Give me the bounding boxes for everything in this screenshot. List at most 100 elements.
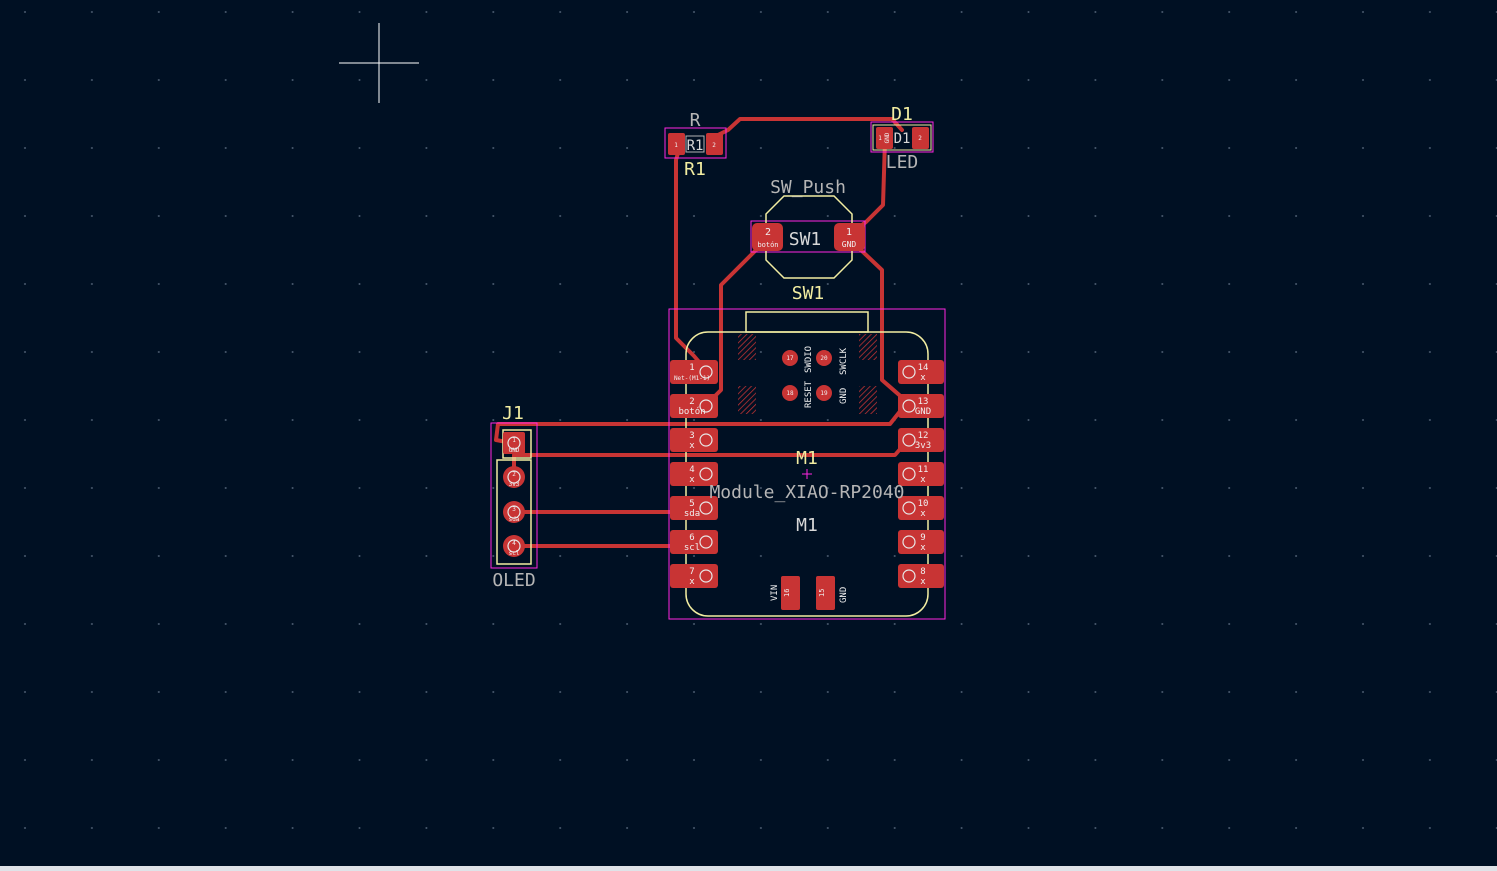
d1-pad-2-num: 2 <box>918 135 922 142</box>
svg-text:9: 9 <box>920 533 925 543</box>
svg-text:8: 8 <box>920 567 925 577</box>
j1-pad-3[interactable] <box>503 501 525 523</box>
svg-text:x: x <box>920 543 926 553</box>
svg-text:15: 15 <box>818 589 826 597</box>
svg-text:5: 5 <box>689 499 694 509</box>
footprint-j1[interactable]: 1 GND 2 3v3 3 sda 4 scl J1 OLED <box>490 403 538 591</box>
svg-text:1: 1 <box>689 363 694 373</box>
j1-reference: J1 <box>502 403 524 424</box>
r1-fab-ref: R1 <box>687 138 704 154</box>
m1-courtyard <box>668 308 946 620</box>
svg-text:2: 2 <box>512 471 516 478</box>
svg-text:GND: GND <box>509 447 520 454</box>
sw1-pad-1[interactable] <box>834 223 865 251</box>
m1-left-pads[interactable] <box>670 360 718 588</box>
status-bar <box>0 866 1497 871</box>
track-gnd-j1-1 <box>494 403 907 445</box>
sw1-pad-1-net: GND <box>842 240 857 249</box>
svg-text:scl: scl <box>684 543 700 553</box>
sw1-reference: SW1 <box>792 283 825 304</box>
svg-text:7: 7 <box>689 567 694 577</box>
svg-text:16: 16 <box>783 589 791 597</box>
r1-pad-2[interactable] <box>706 133 723 155</box>
svg-text:3v3: 3v3 <box>915 441 931 451</box>
svg-text:GND: GND <box>915 407 931 417</box>
svg-text:x: x <box>689 577 695 587</box>
svg-text:4: 4 <box>689 465 694 475</box>
svg-text:SWDIO: SWDIO <box>804 346 814 373</box>
svg-text:SWCLK: SWCLK <box>839 347 849 375</box>
svg-text:18: 18 <box>786 390 794 397</box>
m1-swd-labels: RESET SWDIO SWCLK GND <box>804 346 849 408</box>
svg-text:VIN: VIN <box>770 585 780 601</box>
m1-usb-outline <box>745 311 869 333</box>
svg-text:2: 2 <box>689 397 694 407</box>
d1-reference: D1 <box>891 104 913 125</box>
j1-pad-1[interactable] <box>503 432 525 454</box>
m1-hatch-br <box>859 386 877 414</box>
svg-text:sda: sda <box>684 509 700 519</box>
d1-pad-2[interactable] <box>912 127 929 149</box>
svg-text:4: 4 <box>512 540 516 547</box>
svg-text:14: 14 <box>918 363 929 373</box>
svg-text:RESET: RESET <box>804 380 814 408</box>
svg-text:3v3: 3v3 <box>509 481 520 488</box>
footprint-d1[interactable]: D1 D1 LED GND 1 2 <box>870 104 934 173</box>
svg-text:Net-(M1-1): Net-(M1-1) <box>674 375 710 382</box>
d1-pad-1-net: GND <box>884 132 891 143</box>
j1-pad-2[interactable] <box>503 466 525 488</box>
r1-body <box>685 135 705 153</box>
svg-text:GND: GND <box>839 587 849 603</box>
r1-reference: R1 <box>684 159 706 180</box>
j1-silk-outline <box>496 459 532 565</box>
sw1-fab-ref: SW1 <box>789 229 822 250</box>
m1-reference-top: M1 <box>796 448 818 469</box>
d1-pad-1[interactable] <box>876 127 893 149</box>
sw1-pad-2[interactable] <box>752 223 783 251</box>
d1-pad-1-num: 1 <box>878 135 882 142</box>
r1-pad-1-num: 1 <box>674 142 678 149</box>
d1-courtyard <box>870 121 934 153</box>
sw1-pad-2-net: botón <box>757 241 778 249</box>
m1-value: Module_XIAO-RP2040 <box>709 482 904 503</box>
sw1-pad-1-num: 1 <box>846 227 852 238</box>
svg-text:3: 3 <box>512 506 516 513</box>
r1-value: R <box>690 110 701 131</box>
r1-pad-2-num: 2 <box>712 142 716 149</box>
m1-left-pad-labels: 1 Net-(M1-1) 2 botón 3 x 4 x 5 sda 6 scl… <box>674 363 710 587</box>
svg-text:10: 10 <box>918 499 929 509</box>
m1-bottom-pads[interactable]: 16 15 <box>781 576 835 610</box>
footprint-r1[interactable]: R R1 R1 1 2 <box>664 110 727 180</box>
d1-value: LED <box>886 152 919 173</box>
svg-text:12: 12 <box>918 431 929 441</box>
footprint-m1[interactable]: 1 Net-(M1-1) 2 botón 3 x 4 x 5 sda 6 scl… <box>668 308 946 620</box>
m1-right-pad-labels: 14 x 13 GND 12 3v3 11 x 10 x 9 x 8 x <box>915 363 931 587</box>
svg-text:6: 6 <box>689 533 694 543</box>
m1-swd-pads[interactable]: 17 18 19 20 <box>782 350 832 401</box>
sw1-value: SW_Push <box>770 177 846 198</box>
svg-text:13: 13 <box>918 397 929 407</box>
svg-text:x: x <box>920 577 926 587</box>
m1-right-pads[interactable] <box>898 360 944 588</box>
j1-pad-4[interactable] <box>503 535 525 557</box>
svg-text:x: x <box>920 373 926 383</box>
svg-text:1: 1 <box>512 437 516 444</box>
footprint-sw1[interactable]: SW_Push SW1 SW1 1 GND 2 botón <box>750 177 866 304</box>
m1-anchor-cross <box>802 469 812 479</box>
svg-text:3: 3 <box>689 431 694 441</box>
svg-text:sda: sda <box>509 516 520 523</box>
svg-text:11: 11 <box>918 465 929 475</box>
j1-value: OLED <box>492 570 535 591</box>
m1-hatch-tl <box>738 334 756 360</box>
svg-text:GND: GND <box>839 388 849 404</box>
d1-silk-outline <box>872 124 932 151</box>
svg-text:19: 19 <box>820 390 828 397</box>
r1-courtyard <box>664 127 727 159</box>
j1-pad-labels: 1 GND 2 3v3 3 sda 4 scl <box>509 437 520 557</box>
svg-text:botón: botón <box>678 406 705 417</box>
r1-pad-1[interactable] <box>668 133 685 155</box>
j1-courtyard <box>490 422 538 569</box>
d1-fab-ref: D1 <box>894 131 911 147</box>
